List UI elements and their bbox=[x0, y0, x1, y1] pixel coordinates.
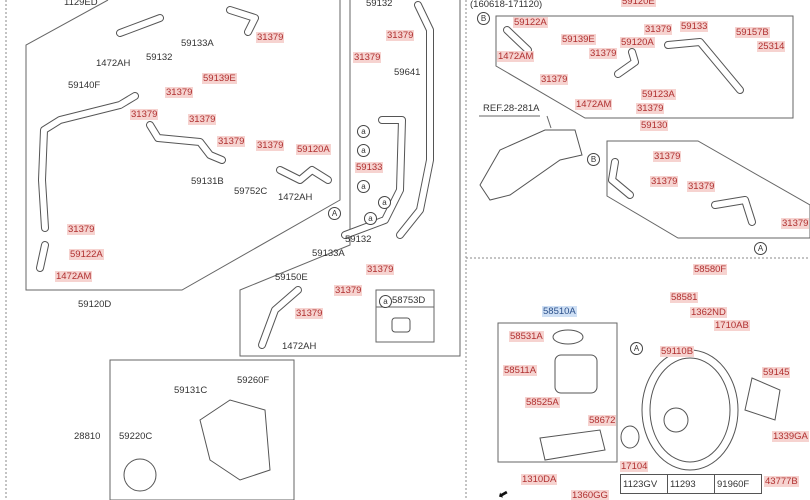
callout-marker: A bbox=[328, 207, 341, 220]
part-label[interactable]: 59139E bbox=[202, 73, 237, 84]
part-label[interactable]: 58672 bbox=[588, 415, 617, 426]
part-label[interactable]: 59132 bbox=[366, 0, 393, 9]
section-dividers bbox=[5, 0, 810, 500]
part-label[interactable]: 59120D bbox=[78, 299, 112, 310]
part-label[interactable]: 31379 bbox=[295, 308, 324, 319]
part-label[interactable]: 43777B bbox=[764, 476, 799, 487]
part-label[interactable]: 1472AM bbox=[575, 99, 613, 110]
part-label[interactable]: 31379 bbox=[256, 140, 285, 151]
part-label[interactable]: 58581 bbox=[670, 292, 699, 303]
callout-marker: a bbox=[379, 295, 392, 308]
part-label[interactable]: 59641 bbox=[394, 67, 421, 78]
part-label[interactable]: 59120A bbox=[620, 37, 655, 48]
date-range-note: (160618-171120) bbox=[470, 0, 543, 10]
table-row: 1123GV 11293 91960F bbox=[620, 474, 762, 494]
part-label[interactable]: 59122A bbox=[513, 17, 548, 28]
part-label[interactable]: 59120E bbox=[621, 0, 656, 7]
part-label[interactable]: 59752C bbox=[234, 186, 268, 197]
part-label[interactable]: 59131C bbox=[174, 385, 208, 396]
part-label[interactable]: 59145 bbox=[762, 367, 791, 378]
part-label[interactable]: 1472AM bbox=[497, 51, 535, 62]
table-cell[interactable]: 11293 bbox=[667, 474, 715, 494]
reference-label[interactable]: REF.28-281A bbox=[483, 103, 540, 114]
callout-marker: a bbox=[357, 144, 370, 157]
part-label[interactable]: 59122A bbox=[69, 249, 104, 260]
part-label[interactable]: 59132 bbox=[345, 234, 372, 245]
callout-marker: a bbox=[357, 180, 370, 193]
part-label[interactable]: 59139E bbox=[561, 34, 596, 45]
part-label[interactable]: 31379 bbox=[353, 52, 382, 63]
table-cell[interactable]: 1123GV bbox=[620, 474, 668, 494]
part-label[interactable]: 31379 bbox=[589, 48, 618, 59]
part-label[interactable]: 59131B bbox=[191, 176, 224, 187]
group-boxes bbox=[25, 0, 810, 500]
part-label[interactable]: 31379 bbox=[687, 181, 716, 192]
part-label[interactable]: 31379 bbox=[334, 285, 363, 296]
callout-marker: A bbox=[630, 342, 643, 355]
part-label[interactable]: 25314 bbox=[757, 41, 786, 52]
part-label[interactable]: 1129ED bbox=[64, 0, 98, 8]
part-label[interactable]: 58580F bbox=[693, 264, 728, 275]
part-label[interactable]: 31379 bbox=[188, 114, 217, 125]
callout-marker: a bbox=[364, 212, 377, 225]
part-label[interactable]: 58511A bbox=[503, 365, 538, 376]
part-label[interactable]: 58753D bbox=[392, 295, 426, 306]
part-label[interactable]: 31379 bbox=[636, 103, 665, 114]
part-label[interactable]: 59133A bbox=[312, 248, 345, 259]
part-label[interactable]: 59133 bbox=[680, 21, 709, 32]
callout-marker: B bbox=[587, 153, 600, 166]
part-label[interactable]: 58531A bbox=[509, 331, 544, 342]
components bbox=[123, 129, 781, 492]
part-label[interactable]: 28810 bbox=[74, 431, 101, 442]
part-label[interactable]: 31379 bbox=[67, 224, 96, 235]
part-label[interactable]: 1472AH bbox=[282, 341, 317, 352]
part-label[interactable]: 31379 bbox=[165, 87, 194, 98]
part-label[interactable]: 31379 bbox=[217, 136, 246, 147]
part-label[interactable]: 59123A bbox=[641, 89, 676, 100]
part-label[interactable]: 59157B bbox=[735, 27, 770, 38]
part-label[interactable]: 1472AH bbox=[278, 192, 313, 203]
hoses bbox=[36, 1, 756, 349]
callout-marker: a bbox=[357, 125, 370, 138]
part-label[interactable]: 59133 bbox=[355, 162, 384, 173]
part-label[interactable]: 1710AB bbox=[714, 320, 750, 331]
part-label[interactable]: 31379 bbox=[653, 151, 682, 162]
part-label[interactable]: 31379 bbox=[540, 74, 569, 85]
part-label[interactable]: 1360GG bbox=[571, 490, 609, 500]
part-label[interactable]: 1472AM bbox=[55, 271, 93, 282]
part-label[interactable]: 31379 bbox=[644, 24, 673, 35]
table-cell[interactable]: 91960F bbox=[714, 474, 762, 494]
callout-marker: a bbox=[378, 196, 391, 209]
part-label[interactable]: 59140F bbox=[68, 80, 101, 91]
part-label[interactable]: 31379 bbox=[130, 109, 159, 120]
part-label[interactable]: 31379 bbox=[650, 176, 679, 187]
part-label[interactable]: 59130 bbox=[640, 120, 669, 131]
part-label[interactable]: 17104 bbox=[620, 461, 649, 472]
part-label[interactable]: 31379 bbox=[386, 30, 415, 41]
part-label[interactable]: 1472AH bbox=[96, 58, 131, 69]
hardware-table: 1123GV 11293 91960F bbox=[620, 474, 762, 494]
part-label[interactable]: 31379 bbox=[366, 264, 395, 275]
callout-marker: A bbox=[754, 242, 767, 255]
part-label[interactable]: 58525A bbox=[525, 397, 560, 408]
part-label[interactable]: 59260F bbox=[237, 375, 270, 386]
part-label[interactable]: 58510A bbox=[542, 306, 577, 317]
part-label[interactable]: 59120A bbox=[296, 144, 331, 155]
callout-marker: B bbox=[477, 12, 490, 25]
part-label[interactable]: 59110B bbox=[660, 346, 695, 357]
part-label[interactable]: 31379 bbox=[256, 32, 285, 43]
part-label[interactable]: 59132 bbox=[146, 52, 173, 63]
part-label[interactable]: 1362ND bbox=[690, 307, 727, 318]
part-label[interactable]: 59150E bbox=[275, 272, 308, 283]
part-label[interactable]: 31379 bbox=[781, 218, 810, 229]
part-label[interactable]: 1310DA bbox=[521, 474, 558, 485]
part-label[interactable]: 1339GA bbox=[772, 431, 809, 442]
part-label[interactable]: 59133A bbox=[181, 38, 214, 49]
part-label[interactable]: 59220C bbox=[119, 431, 153, 442]
